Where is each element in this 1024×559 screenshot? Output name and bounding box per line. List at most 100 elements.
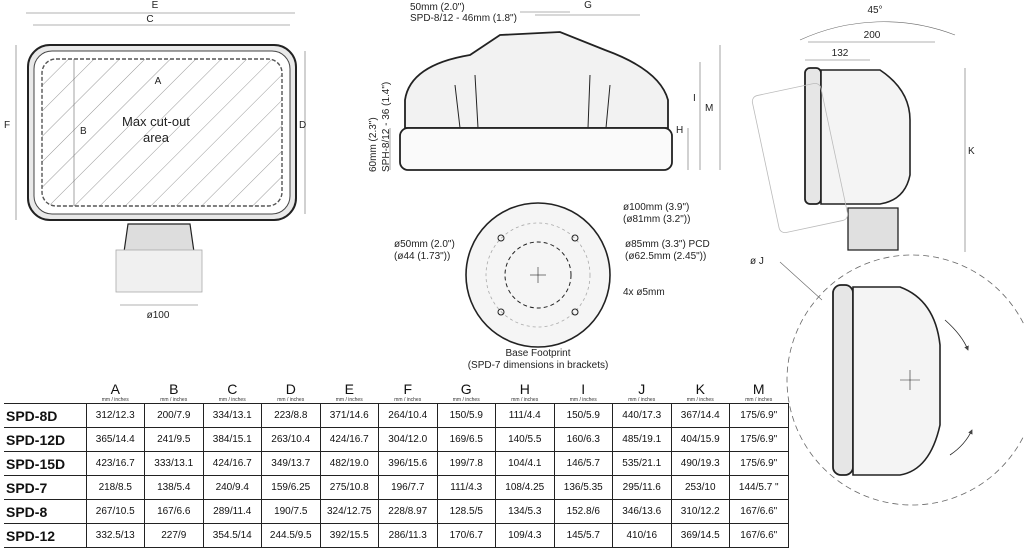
column-letter: D [285,381,296,397]
g-note-2: SPD-8/12 - 46mm (1.8") [410,13,517,24]
dim-d-label: D [299,120,307,131]
table-cell: 404/15.9 [670,427,730,452]
table-cell: 146/5.7 [553,451,613,476]
table-cell: 312/12.3 [85,403,145,428]
table-cell: 150/5.9 [436,403,496,428]
column-letter: A [110,381,120,397]
table-cell: 482/19.0 [319,451,379,476]
table-cell: 169/6.5 [436,427,496,452]
table-cell: 267/10.5 [85,499,145,524]
table-cell: 244.5/9.5 [261,523,321,548]
table-cell: 140/5.5 [495,427,555,452]
table-cell: 136/5.35 [553,475,613,500]
fp-85-alt-label: (ø62.5mm (2.45")) [625,251,707,262]
g-note-1: 50mm (2.0") [410,2,465,13]
side-note-1: 60mm (2.3") [368,117,379,172]
table-cell: 109/4.3 [495,523,555,548]
table-cell: 218/8.5 [85,475,145,500]
fp-5-label: 4x ø5mm [623,287,665,298]
table-cell: 145/5.7 [553,523,613,548]
table-cell: 371/14.6 [319,403,379,428]
dim-f-label: F [4,120,11,131]
table-cell: 196/7.7 [378,475,438,500]
table-cell: 227/9 [144,523,204,548]
table-cell: 159/6.25 [261,475,321,500]
column-letter: B [169,381,179,397]
table-cell: 108/4.25 [495,475,555,500]
table-cell: 535/21.1 [612,451,672,476]
dim-200-label: 200 [863,30,881,41]
table-cell: 263/10.4 [261,427,321,452]
table-cell: 228/8.97 [378,499,438,524]
column-letter: F [403,381,413,397]
table-cell: 199/7.8 [436,451,496,476]
table-cell: 200/7.9 [144,403,204,428]
cutout-label-1: Max cut-out [122,114,190,129]
table-cell: 111/4.4 [495,403,555,428]
column-unit: mm / inches [218,397,246,403]
table-cell: 241/9.5 [144,427,204,452]
table-cell: 423/16.7 [85,451,145,476]
table-cell: 264/10.4 [378,403,438,428]
dim-b-label: B [80,126,87,137]
dim-h-label: H [676,125,684,136]
dim-k-label: K [968,146,975,157]
table-cell: 175/6.9" [729,403,789,428]
fp-50-label: ø50mm (2.0") [394,239,455,250]
fp-caption-2: (SPD-7 dimensions in brackets) [467,360,609,371]
side-view [751,21,966,252]
column-unit: mm / inches [686,397,714,403]
table-cell: 175/6.9" [729,427,789,452]
table-cell: 128.5/5 [436,499,496,524]
fp-85-label: ø85mm (3.3") PCD [625,239,710,250]
column-letter: J [638,381,646,397]
table-cell: 175/6.9" [729,451,789,476]
column-letter: G [460,381,472,397]
angle-45-label: 45° [867,5,883,16]
column-unit: mm / inches [394,397,422,403]
column-unit: mm / inches [101,397,129,403]
table-cell: 275/10.8 [319,475,379,500]
table-cell: 346/13.6 [612,499,672,524]
table-cell: 424/16.7 [319,427,379,452]
table-cell: 332.5/13 [85,523,145,548]
cutout-label-2: area [143,130,170,145]
side-note-2: SPH-8/12 - 36 (1.4") [381,81,392,172]
dim-c-label: C [146,14,154,25]
table-cell: 349/13.7 [261,451,321,476]
column-unit: mm / inches [569,397,597,403]
fp-100-alt-label: (ø81mm (3.2")) [623,214,691,225]
table-cell: 223/8.8 [261,403,321,428]
detail-view [779,254,1024,506]
model-name: SPD-12 [4,523,87,548]
dim-132-label: 132 [831,48,849,59]
model-name: SPD-8D [4,403,87,428]
table-cell: 160/6.3 [553,427,613,452]
table-cell: 424/16.7 [202,451,262,476]
column-unit: mm / inches [335,397,363,403]
table-cell: 490/19.3 [670,451,730,476]
table-cell: 286/11.3 [378,523,438,548]
fp-100-label: ø100mm (3.9") [623,202,690,213]
column-unit: mm / inches [277,397,305,403]
table-cell: 190/7.5 [261,499,321,524]
dim-j-label: ø J [750,256,764,267]
table-cell: 410/16 [612,523,672,548]
table-cell: 144/5.7 " [729,475,789,500]
table-cell: 354.5/14 [202,523,262,548]
